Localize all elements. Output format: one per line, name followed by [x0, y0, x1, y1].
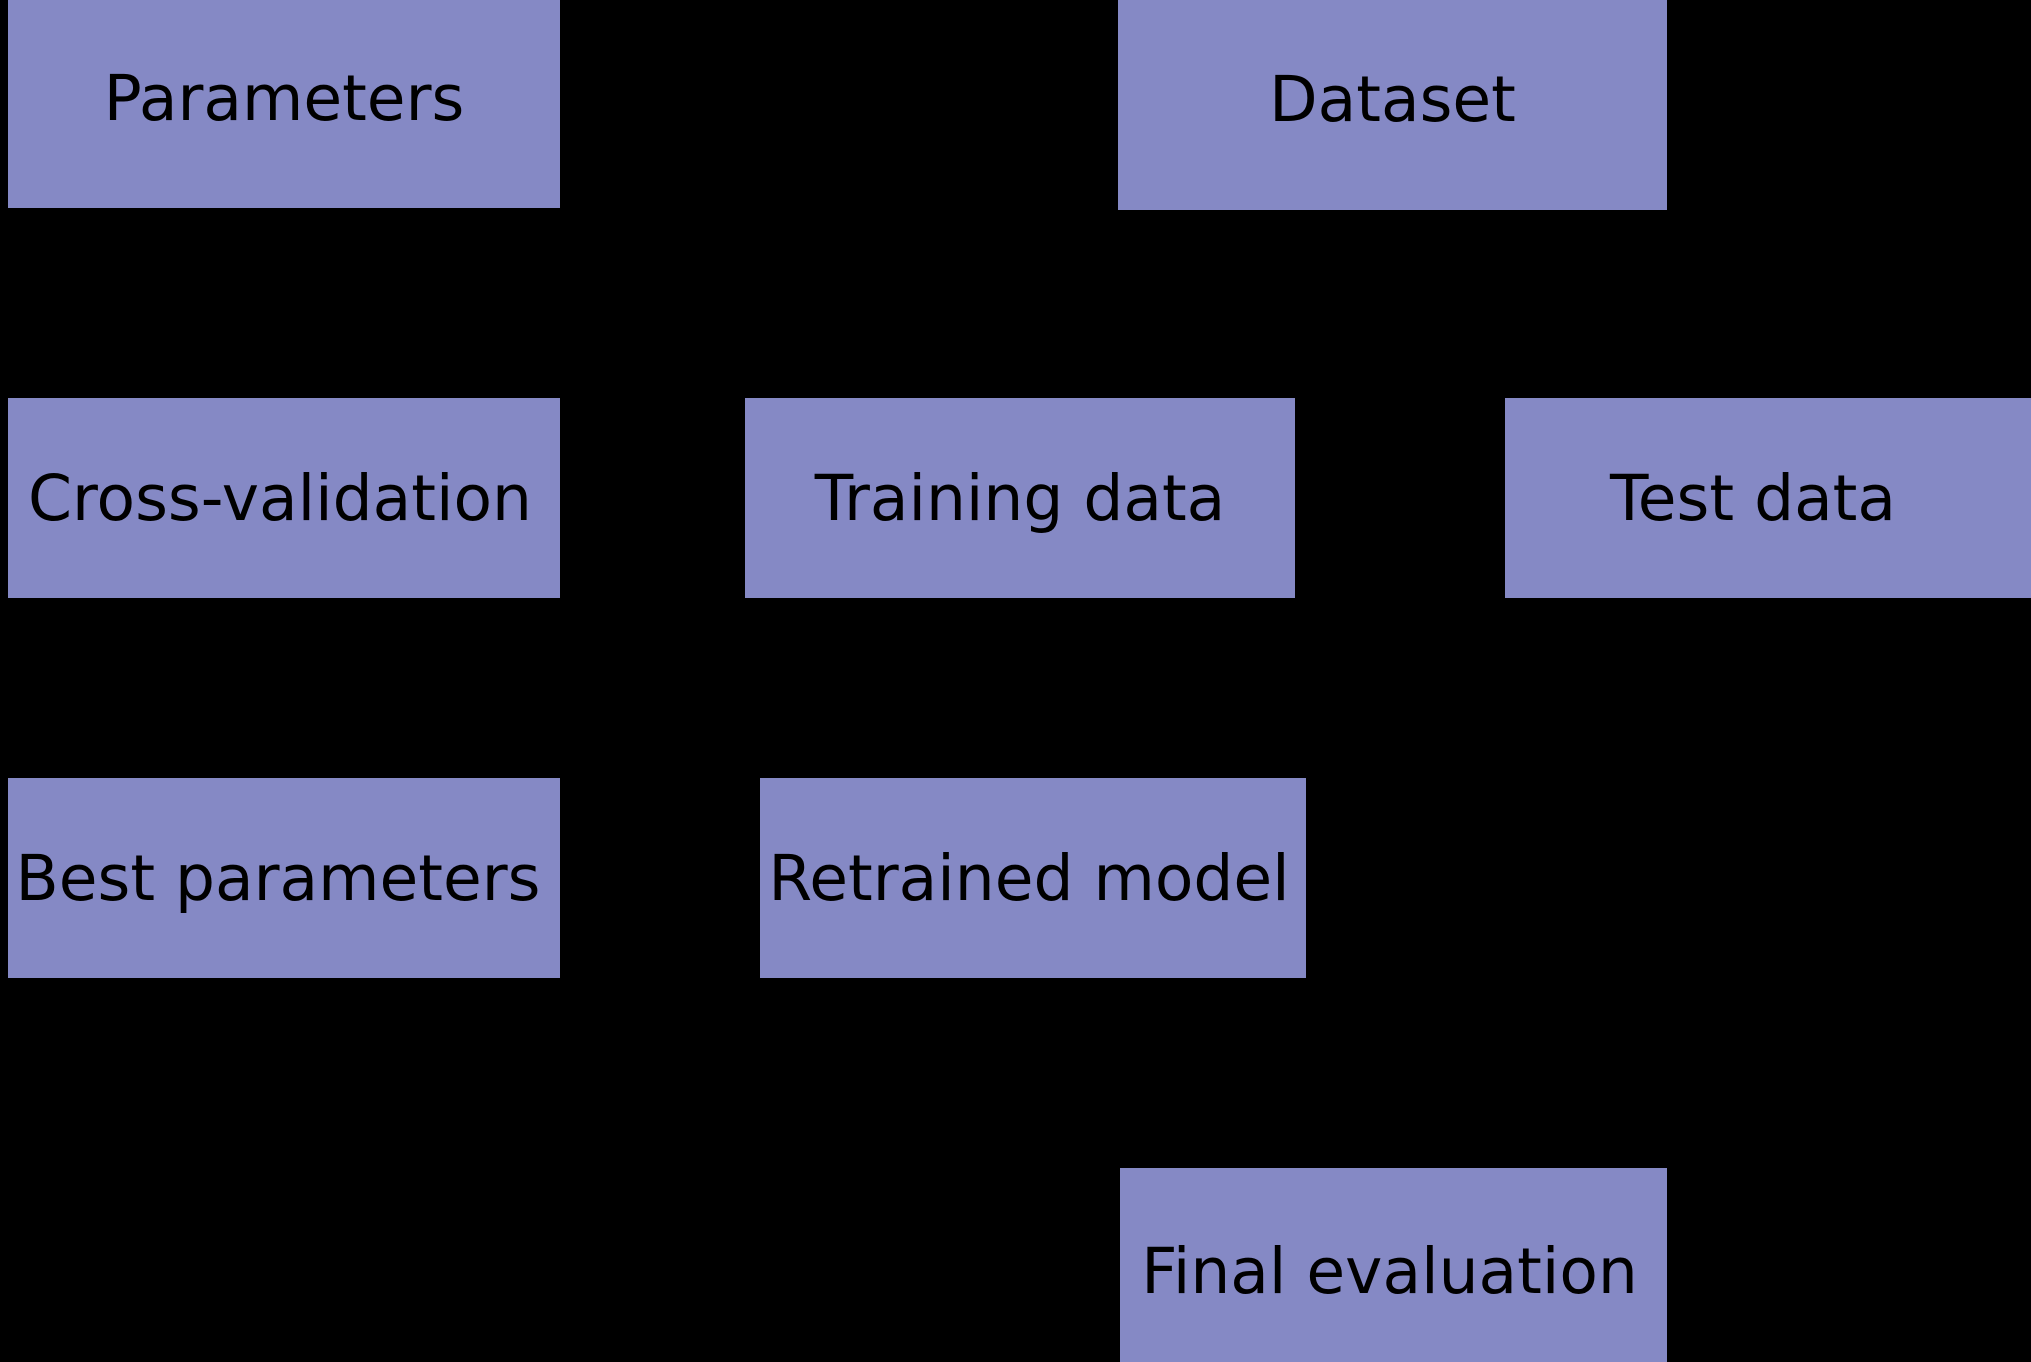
node-cross-validation-label: Cross-validation — [28, 461, 532, 535]
node-training-data-label: Training data — [814, 461, 1226, 535]
node-retrained-model-label: Retrained model — [768, 841, 1290, 915]
node-parameters-label: Parameters — [103, 61, 465, 135]
node-dataset-label: Dataset — [1269, 62, 1516, 136]
node-dataset[interactable]: Dataset — [1118, 0, 1667, 210]
node-final-evaluation[interactable]: Final evaluation — [1120, 1168, 1667, 1362]
node-test-data[interactable]: Test data — [1505, 398, 2031, 598]
node-cross-validation[interactable]: Cross-validation — [8, 398, 560, 598]
node-best-parameters-label: Best parameters — [15, 841, 541, 915]
node-best-parameters[interactable]: Best parameters — [8, 778, 560, 978]
node-parameters[interactable]: Parameters — [8, 0, 560, 208]
node-final-evaluation-label: Final evaluation — [1141, 1234, 1638, 1308]
node-training-data[interactable]: Training data — [745, 398, 1295, 598]
node-retrained-model[interactable]: Retrained model — [760, 778, 1306, 978]
node-test-data-label: Test data — [1610, 461, 1896, 535]
